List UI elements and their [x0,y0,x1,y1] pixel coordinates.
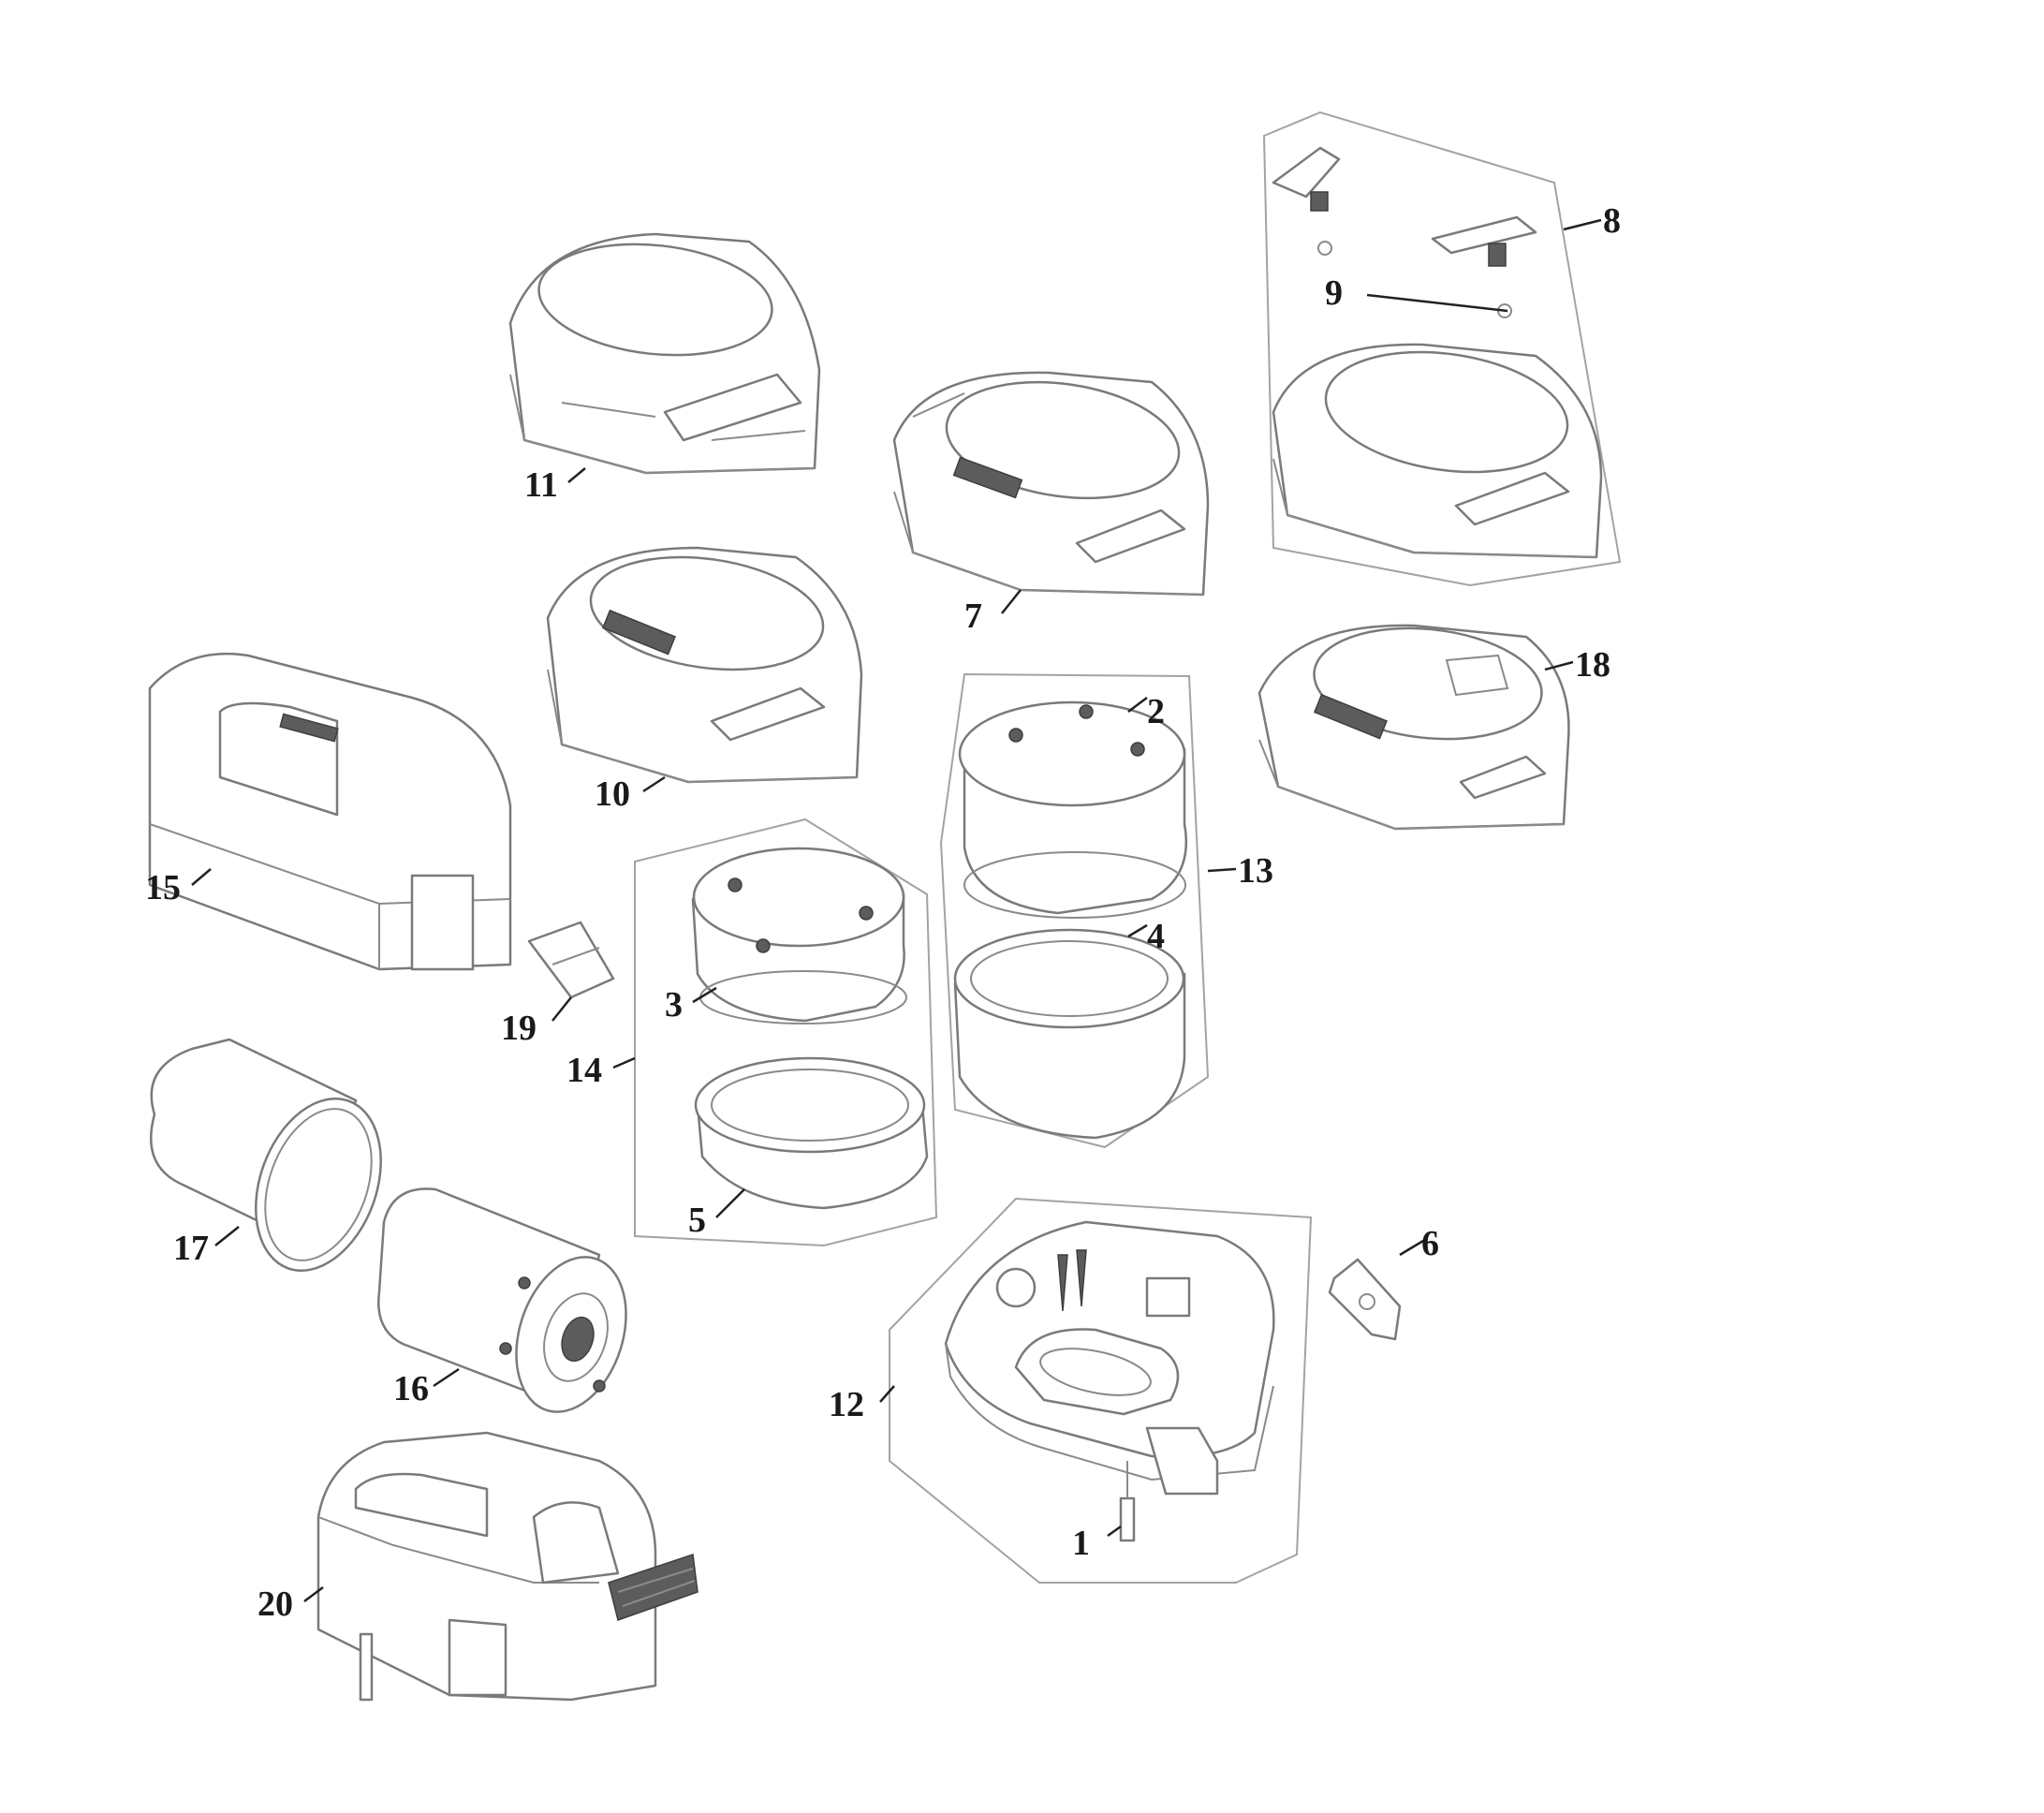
base-part-12 [944,1220,1275,1496]
lid-part-11 [508,232,821,475]
clip-part-19 [527,921,615,999]
callout-11: 11 [524,465,558,505]
callout-8: 8 [1603,201,1621,241]
callout-10: 10 [595,774,630,814]
callout-7: 7 [964,597,982,636]
lid-part-18 [1257,624,1570,831]
callout-17: 17 [173,1229,209,1268]
callout-19: 19 [501,1009,537,1048]
lid-part-7 [892,371,1210,597]
callout-2: 2 [1147,692,1165,731]
callout-6: 6 [1421,1224,1439,1263]
sleeve-part-4 [953,928,1186,1140]
callout-14: 14 [566,1051,602,1090]
tray-part-3 [691,847,907,1024]
callout-4: 4 [1147,917,1165,956]
motor-unit-part-20 [316,1431,698,1702]
group-boundary-13 [939,672,1210,1149]
pin-part-1 [1119,1461,1136,1542]
housing-part-15 [148,652,512,971]
handle-part-8-right [1431,215,1537,267]
callout-18: 18 [1575,645,1610,685]
gasket-part-6 [1328,1258,1402,1341]
cartridge-part-16 [377,1187,627,1413]
callout-1: 1 [1072,1524,1090,1563]
foam-sleeve-part-17 [150,1038,382,1273]
sleeve-part-5 [694,1056,929,1210]
leader-lines [191,218,1602,1602]
callout-15: 15 [145,868,181,907]
handle-part-8-left [1272,146,1341,212]
group-boundary-8 [1262,111,1622,587]
callout-5: 5 [688,1201,706,1240]
group-boundary-12 [889,1197,1313,1584]
pin-part-9 [1317,241,1512,318]
callout-9: 9 [1325,273,1343,313]
group-boundary-14 [634,818,938,1247]
callout-13: 13 [1238,851,1273,891]
lid-part-10 [546,546,863,784]
callout-3: 3 [665,985,683,1024]
callout-12: 12 [829,1385,864,1424]
callout-20: 20 [257,1585,293,1624]
callout-16: 16 [393,1369,429,1408]
lid-part-8 [1272,343,1603,559]
basket-part-2 [958,700,1188,919]
